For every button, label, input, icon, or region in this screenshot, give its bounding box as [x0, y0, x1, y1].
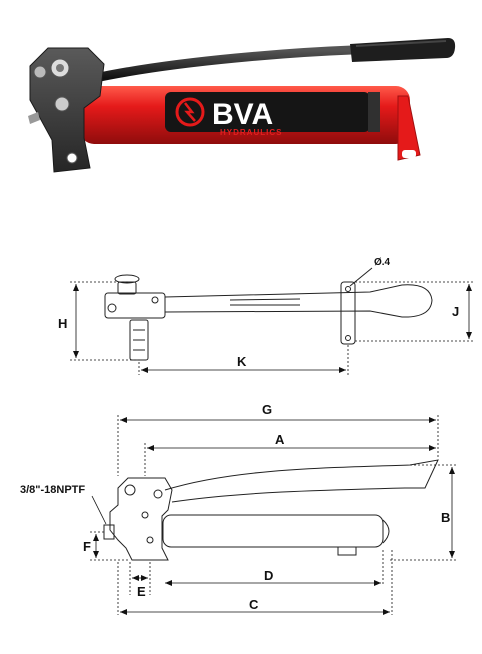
- top-view-bracket: [340, 281, 356, 345]
- dim-label-b: B: [441, 510, 450, 525]
- dim-label-e: E: [137, 584, 146, 599]
- dim-label-h: H: [58, 316, 67, 331]
- side-view-drawing: [103, 459, 439, 561]
- side-view-reservoir: [162, 514, 384, 548]
- top-view-handle: [164, 284, 433, 318]
- brand-logo: [175, 97, 205, 127]
- dim-label-a: A: [275, 432, 285, 447]
- top-view-dimensions: [70, 281, 475, 375]
- mount-hole: [345, 286, 351, 292]
- side-view-dimensions: [90, 415, 458, 615]
- side-view-head: [109, 477, 173, 561]
- port-thread-label: 3/8"-18NPTF: [20, 484, 85, 496]
- end-bracket: [397, 95, 421, 161]
- brand-name: BVA: [212, 98, 273, 131]
- dim-label-f: F: [83, 539, 91, 554]
- pump-handle: [90, 45, 357, 83]
- side-view-handle: [164, 459, 439, 503]
- hole-diameter-label: Ø.4: [374, 257, 391, 268]
- dim-label-c: C: [249, 597, 259, 612]
- pump-photo: BVA HYDRAULICS: [28, 38, 456, 173]
- dim-label-d: D: [264, 568, 273, 583]
- dim-label-k: K: [237, 354, 247, 369]
- dim-label-g: G: [262, 402, 272, 417]
- top-view-head: [104, 292, 166, 319]
- port-leader: [91, 495, 107, 525]
- dim-label-j: J: [452, 304, 459, 319]
- brand-subtitle: HYDRAULICS: [220, 128, 282, 137]
- top-view-drawing: [104, 267, 433, 361]
- pump-head: [29, 47, 105, 173]
